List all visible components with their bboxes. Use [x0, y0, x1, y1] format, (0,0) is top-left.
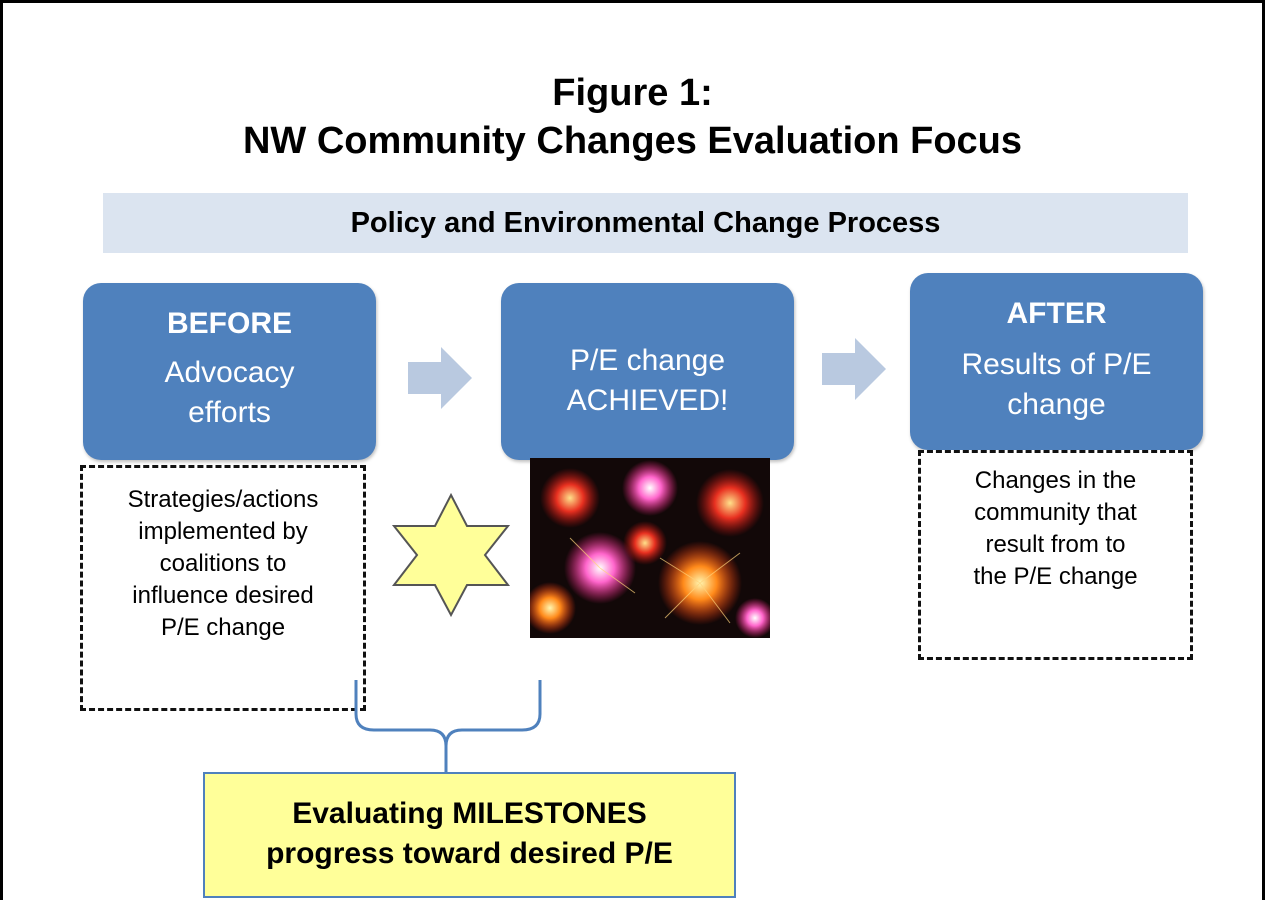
- after-heading: AFTER: [1006, 297, 1107, 330]
- six-point-star-icon: [391, 492, 511, 618]
- before-note-line: P/E change: [160, 614, 286, 641]
- achieved-box: P/E change ACHIEVED!: [501, 283, 794, 460]
- milestones-line-2: progress toward desired P/E: [266, 837, 673, 870]
- before-note-line: Strategies/actions: [127, 486, 319, 513]
- figure-title-line-2: NW Community Changes Evaluation Focus: [242, 120, 1023, 162]
- after-box: AFTER Results of P/E change: [910, 273, 1203, 450]
- fireworks-image: [530, 458, 770, 638]
- achieved-text-line-1: P/E change: [569, 344, 726, 377]
- after-note-line: the P/E change: [973, 563, 1138, 590]
- right-arrow-icon: [408, 347, 472, 409]
- before-text: Advocacy efforts: [164, 356, 295, 429]
- bracket-connector: [354, 680, 542, 774]
- before-note: Strategies/actions implemented by coalit…: [80, 465, 366, 711]
- milestones-box: Evaluating MILESTONES progress toward de…: [203, 772, 736, 898]
- right-arrow-icon: [822, 338, 886, 400]
- before-heading: BEFORE: [166, 307, 292, 340]
- process-band: Policy and Environmental Change Process: [103, 193, 1188, 253]
- achieved-text-line-2: ACHIEVED!: [566, 384, 729, 417]
- before-box: BEFORE Advocacy efforts: [83, 283, 376, 460]
- after-note-line: Changes in the: [974, 467, 1137, 494]
- before-note-line: implemented by: [138, 518, 308, 545]
- before-note-line: influence desired: [132, 582, 314, 609]
- milestones-line-1: Evaluating MILESTONES: [292, 797, 647, 830]
- before-note-line: coalitions to: [159, 550, 287, 577]
- after-note: Changes in the community that result fro…: [918, 450, 1193, 660]
- after-text: Results of P/E change: [961, 348, 1152, 421]
- after-note-line: result from to: [985, 531, 1126, 558]
- figure-title-line-1: Figure 1:: [552, 72, 713, 114]
- after-note-line: community that: [974, 499, 1137, 526]
